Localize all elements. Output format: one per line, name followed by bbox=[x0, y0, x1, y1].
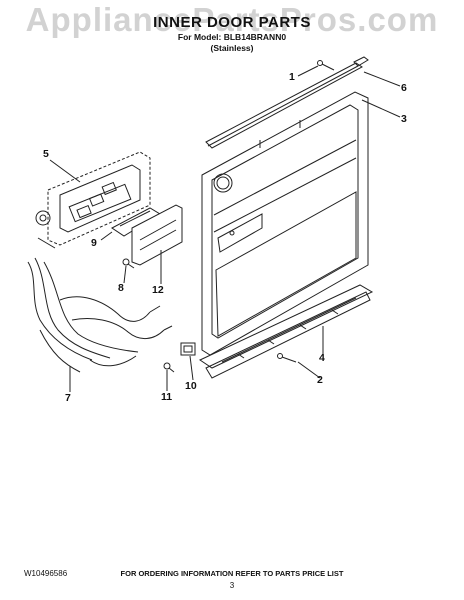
callout-10: 10 bbox=[185, 380, 197, 392]
screw-8 bbox=[122, 258, 135, 269]
leader-lines bbox=[49, 65, 401, 392]
watermark: AppliancePartsPros.com bbox=[25, 1, 439, 38]
callout-2: 2 bbox=[317, 374, 323, 386]
screw-2 bbox=[277, 353, 297, 363]
top-trim-strip bbox=[205, 56, 369, 149]
callout-8: 8 bbox=[118, 282, 124, 294]
callout-6: 6 bbox=[401, 82, 407, 94]
screw-1 bbox=[317, 60, 335, 71]
page-number: 3 bbox=[229, 581, 235, 590]
callout-5: 5 bbox=[43, 148, 49, 160]
screw-11 bbox=[163, 362, 175, 373]
ordering-note: FOR ORDERING INFORMATION REFER TO PARTS … bbox=[120, 569, 344, 578]
callout-3: 3 bbox=[401, 113, 407, 125]
inner-door-panel bbox=[201, 91, 369, 356]
harness-clip bbox=[180, 342, 196, 356]
control-board bbox=[131, 204, 183, 266]
control-console bbox=[35, 151, 151, 249]
bottom-trim bbox=[198, 284, 374, 379]
callout-12: 12 bbox=[152, 284, 164, 296]
callout-7: 7 bbox=[65, 392, 71, 404]
callout-9: 9 bbox=[91, 237, 97, 249]
document-number: W10496586 bbox=[24, 569, 68, 578]
page-title: INNER DOOR PARTS bbox=[153, 14, 311, 31]
callout-4: 4 bbox=[319, 352, 325, 364]
wire-harness bbox=[27, 257, 173, 373]
model-line: For Model: BLB14BRANN0 bbox=[177, 32, 287, 42]
callout-11: 11 bbox=[161, 391, 173, 403]
finish-line: (Stainless) bbox=[210, 43, 254, 53]
callout-1: 1 bbox=[289, 71, 295, 83]
